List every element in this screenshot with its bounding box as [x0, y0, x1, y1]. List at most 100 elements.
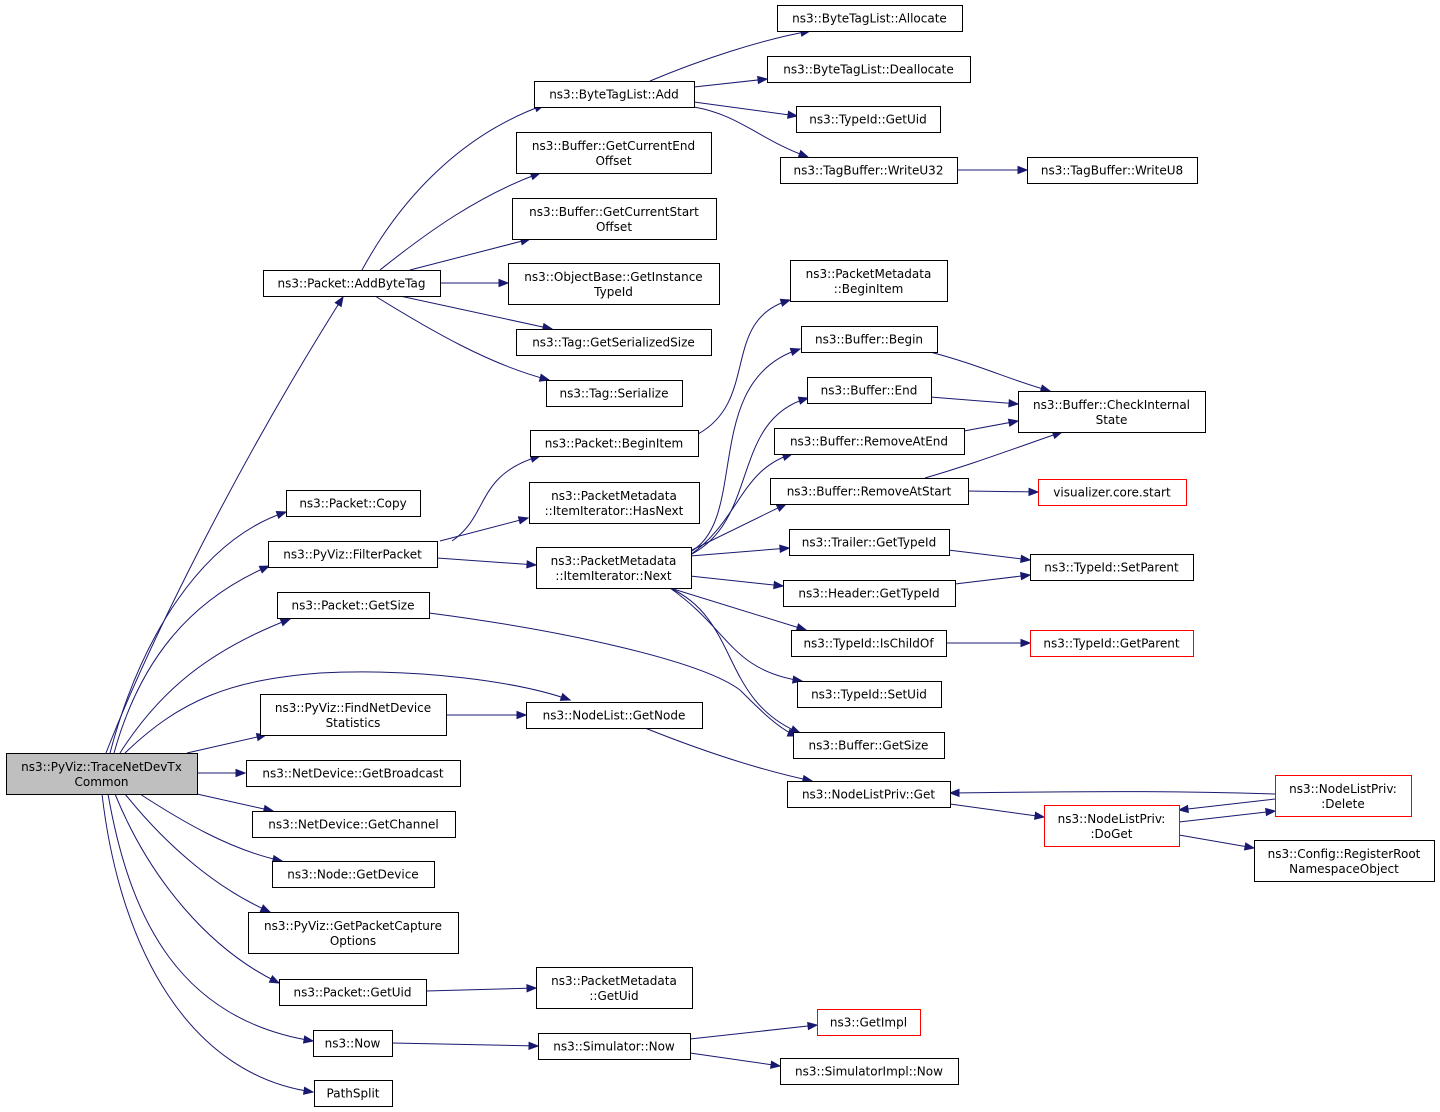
node-label: Options	[330, 934, 376, 948]
edge-line	[139, 793, 283, 862]
node-pkt-getsize[interactable]: ns3::Packet::GetSize	[277, 592, 430, 619]
edge-sim_now-to-getimpl	[689, 1021, 819, 1040]
edge-line	[929, 351, 1051, 392]
edge-line	[391, 1042, 539, 1047]
edge-buf_removeatstart-to-buf_checkinternal	[924, 431, 1064, 479]
node-buf-end[interactable]: ns3::Buffer::End	[807, 377, 932, 404]
node-label: ns3::Buffer::RemoveAtEnd	[790, 435, 948, 449]
node-getimpl[interactable]: ns3::GetImpl	[817, 1009, 921, 1036]
node-pm-beginitem[interactable]: ns3::PacketMetadata::BeginItem	[790, 260, 948, 302]
node-getchannel[interactable]: ns3::NetDevice::GetChannel	[252, 811, 456, 838]
node-tag-serialize[interactable]: ns3::Tag::Serialize	[546, 380, 683, 407]
node-header-gettypeid[interactable]: ns3::Header::GetTypeId	[783, 580, 956, 607]
node-nl-getnode[interactable]: ns3::NodeList::GetNode	[526, 702, 703, 729]
node-layer: ns3::PyViz::TraceNetDevTxCommonns3::Pack…	[6, 5, 1435, 1107]
edge-line	[669, 587, 803, 682]
edge-line	[101, 793, 314, 1093]
edge-line	[124, 671, 571, 754]
node-typeid-getuid[interactable]: ns3::TypeId::GetUid	[796, 106, 941, 133]
node-label: ns3::ByteTagList::Add	[549, 88, 679, 102]
node-box	[787, 781, 951, 808]
node-label: ns3::Buffer::Begin	[815, 333, 923, 347]
edge-line	[689, 575, 784, 587]
node-filterpacket[interactable]: ns3::PyViz::FilterPacket	[268, 541, 438, 568]
edge-line	[436, 557, 537, 566]
node-buf-removeatend[interactable]: ns3::Buffer::RemoveAtEnd	[774, 428, 965, 455]
node-buf-removeatstart[interactable]: ns3::Buffer::RemoveAtStart	[770, 478, 969, 505]
node-typeid-getparent[interactable]: ns3::TypeId::GetParent	[1030, 630, 1194, 657]
node-label: ns3::PyViz::TraceNetDevTx	[21, 760, 182, 774]
node-tag-sersize[interactable]: ns3::Tag::GetSerializedSize	[516, 329, 712, 356]
node-box	[1254, 840, 1435, 882]
node-box	[268, 541, 438, 568]
node-buf-getsize[interactable]: ns3::Buffer::GetSize	[793, 732, 945, 759]
node-btl-allocate[interactable]: ns3::ByteTagList::Allocate	[777, 5, 963, 32]
edge-header_gettypeid-to-typeid_setparent	[954, 571, 1032, 585]
node-label: ns3::Tag::Serialize	[560, 387, 669, 401]
edge-line	[949, 791, 1276, 795]
edge-nlp_delete-to-nlp_doget	[1177, 798, 1276, 814]
edge-arrowhead	[259, 904, 272, 913]
edge-line	[425, 987, 537, 992]
edge-line	[113, 565, 270, 754]
node-viz-core-start[interactable]: visualizer.core.start	[1038, 479, 1187, 506]
edge-arrowhead	[795, 623, 808, 632]
edge-line	[399, 295, 553, 330]
node-btl-deallocate[interactable]: ns3::ByteTagList::Deallocate	[767, 56, 971, 83]
node-sim-now[interactable]: ns3::Simulator::Now	[538, 1033, 691, 1060]
edge-line	[109, 511, 287, 754]
edge-arrowhead	[1017, 165, 1029, 175]
node-label: :Delete	[1321, 797, 1364, 811]
node-nlp-delete[interactable]: ns3::NodeListPriv::Delete	[1275, 775, 1412, 817]
edge-arrowhead	[526, 984, 538, 993]
node-pathsplit[interactable]: PathSplit	[314, 1080, 393, 1107]
node-pm-hasnext[interactable]: ns3::PacketMetadata::ItemIterator::HasNe…	[529, 482, 700, 524]
node-trailer-gettypeid[interactable]: ns3::Trailer::GetTypeId	[789, 529, 950, 556]
edge-nlp_doget-to-config_register	[1178, 834, 1256, 851]
node-btl-add[interactable]: ns3::ByteTagList::Add	[534, 81, 695, 108]
node-label: ::GetUid	[589, 989, 638, 1003]
node-box	[1275, 775, 1412, 817]
node-pkt-beginitem[interactable]: ns3::Packet::BeginItem	[530, 430, 699, 457]
edge-buf_begin-to-buf_checkinternal	[929, 351, 1052, 393]
node-tb-writeu32[interactable]: ns3::TagBuffer::WriteU32	[780, 157, 958, 184]
node-getbroadcast[interactable]: ns3::NetDevice::GetBroadcast	[246, 760, 461, 787]
node-pm-next[interactable]: ns3::PacketMetadata::ItemIterator::Next	[536, 547, 692, 589]
node-copy[interactable]: ns3::Packet::Copy	[286, 490, 421, 517]
node-nlp-doget[interactable]: ns3::NodeListPriv::DoGet	[1044, 805, 1180, 847]
edge-line	[689, 453, 793, 556]
node-now[interactable]: ns3::Now	[313, 1030, 393, 1057]
node-nlp-get[interactable]: ns3::NodeListPriv::Get	[787, 781, 951, 808]
node-simimpl-now[interactable]: ns3::SimulatorImpl::Now	[780, 1058, 959, 1085]
edge-line	[439, 517, 529, 542]
node-label: ns3::Buffer::RemoveAtStart	[787, 485, 952, 499]
edge-arrowhead	[948, 788, 960, 798]
node-getdevice[interactable]: ns3::Node::GetDevice	[272, 861, 435, 888]
node-buf-begin[interactable]: ns3::Buffer::Begin	[801, 326, 938, 353]
node-typeid-setparent[interactable]: ns3::TypeId::SetParent	[1030, 554, 1194, 581]
node-label: ::BeginItem	[834, 282, 904, 296]
node-typeid-ischildof[interactable]: ns3::TypeId::IsChildOf	[791, 630, 947, 657]
node-typeid-setuid[interactable]: ns3::TypeId::SetUid	[797, 681, 942, 708]
node-label: ns3::ObjectBase::GetInstance	[524, 270, 702, 284]
node-pkt-getuid[interactable]: ns3::Packet::GetUid	[279, 979, 427, 1006]
edge-arrowhead	[268, 975, 281, 984]
edge-pm_next-to-trailer_gettypeid	[689, 544, 791, 557]
edge-line	[689, 397, 809, 556]
node-label: ns3::TagBuffer::WriteU8	[1041, 164, 1183, 178]
node-pm-getuid[interactable]: ns3::PacketMetadata::GetUid	[536, 967, 693, 1009]
node-box	[1018, 391, 1206, 433]
node-label: State	[1096, 413, 1128, 427]
node-label: ns3::Buffer::End	[821, 384, 918, 398]
node-tb-writeu8[interactable]: ns3::TagBuffer::WriteU8	[1027, 157, 1198, 184]
node-label: ns3::PacketMetadata	[551, 489, 677, 503]
node-addbytetag[interactable]: ns3::Packet::AddByteTag	[263, 270, 441, 297]
